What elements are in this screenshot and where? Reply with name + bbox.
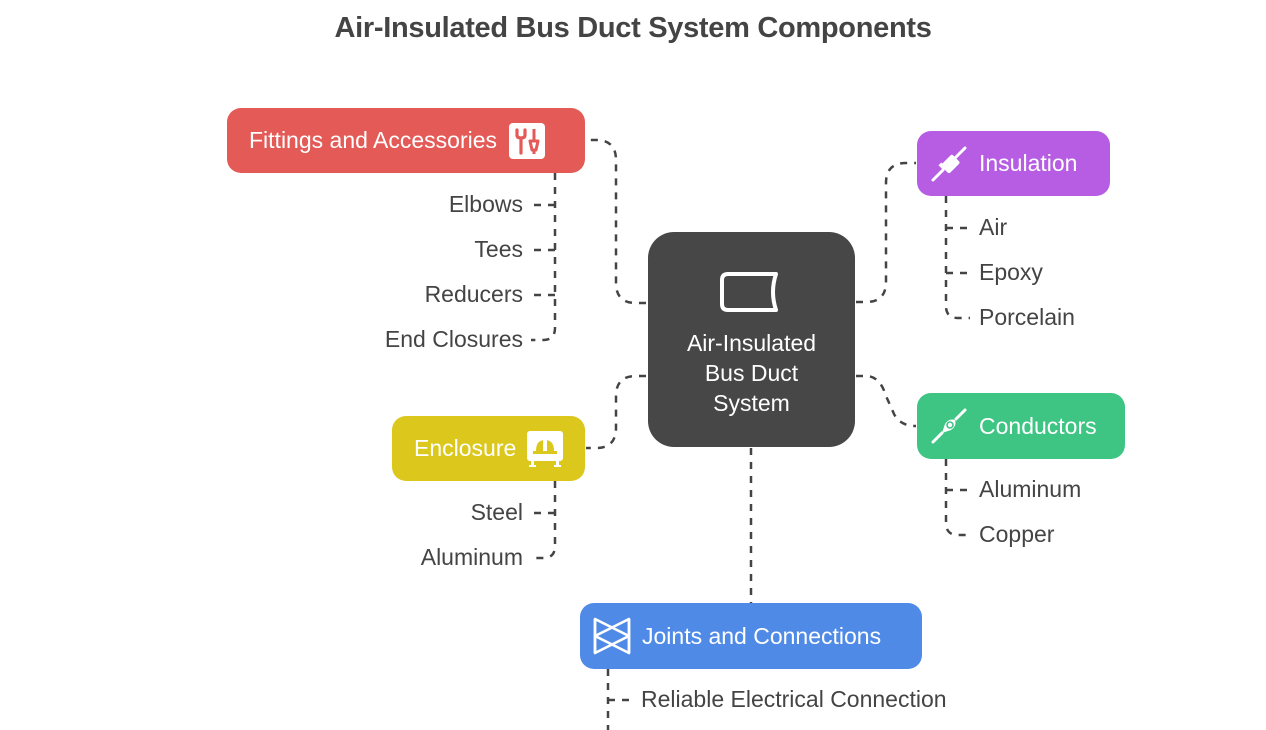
link-center-enclosure — [586, 374, 646, 450]
node-label: Fittings and Accessories — [249, 127, 498, 153]
center-label-line-3: System — [713, 390, 790, 416]
list-item-end-closures: End Closures — [384, 326, 523, 352]
link-fittings-trunk — [531, 173, 557, 342]
node-label: Conductors — [979, 412, 1097, 439]
list-item-aluminum-conductor: Aluminum — [979, 476, 1082, 502]
link-center-conductors — [856, 374, 917, 428]
center-label-line-1: Air-Insulated — [686, 330, 817, 356]
node-insulation[interactable]: Insulation — [917, 131, 1110, 196]
enclosure-helmet-icon — [526, 430, 564, 468]
link-conductors-trunk — [944, 459, 970, 537]
link-insulation-trunk — [944, 196, 970, 320]
link-center-insulation — [856, 161, 916, 304]
list-item-elbows: Elbows — [448, 191, 523, 217]
center-node[interactable]: Air-Insulated Bus Duct System — [648, 232, 855, 447]
link-center-fittings — [586, 138, 646, 305]
node-label: Joints and Connections — [642, 622, 882, 649]
tools-icon — [509, 122, 546, 159]
diagram-title: Air-Insulated Bus Duct System Components — [334, 12, 932, 44]
node-joints-and-connections[interactable]: Joints and Connections — [580, 603, 922, 669]
list-item-reliable-electrical-connection: Reliable Electrical Connection — [641, 686, 947, 712]
node-conductors[interactable]: Conductors — [917, 393, 1125, 459]
insulator-icon — [929, 144, 969, 184]
link-enclosure-trunk — [531, 481, 557, 560]
list-item-air: Air — [979, 214, 1008, 240]
list-item-reducers: Reducers — [424, 281, 523, 307]
plug-connector-icon — [929, 406, 969, 446]
center-label-line-2: Bus Duct — [704, 360, 799, 386]
list-item-epoxy: Epoxy — [979, 259, 1043, 285]
node-enclosure[interactable]: Enclosure — [392, 416, 585, 481]
list-item-copper: Copper — [979, 521, 1055, 547]
node-label: Enclosure — [414, 435, 517, 461]
node-label: Insulation — [979, 150, 1078, 176]
list-item-aluminum-enclosure: Aluminum — [420, 544, 523, 570]
list-item-porcelain: Porcelain — [979, 304, 1075, 330]
list-item-steel: Steel — [470, 499, 523, 525]
node-fittings-and-accessories[interactable]: Fittings and Accessories — [227, 108, 585, 173]
list-item-tees: Tees — [474, 236, 523, 262]
bowtie-joint-icon — [592, 616, 632, 656]
bus-duct-icon — [720, 272, 778, 312]
